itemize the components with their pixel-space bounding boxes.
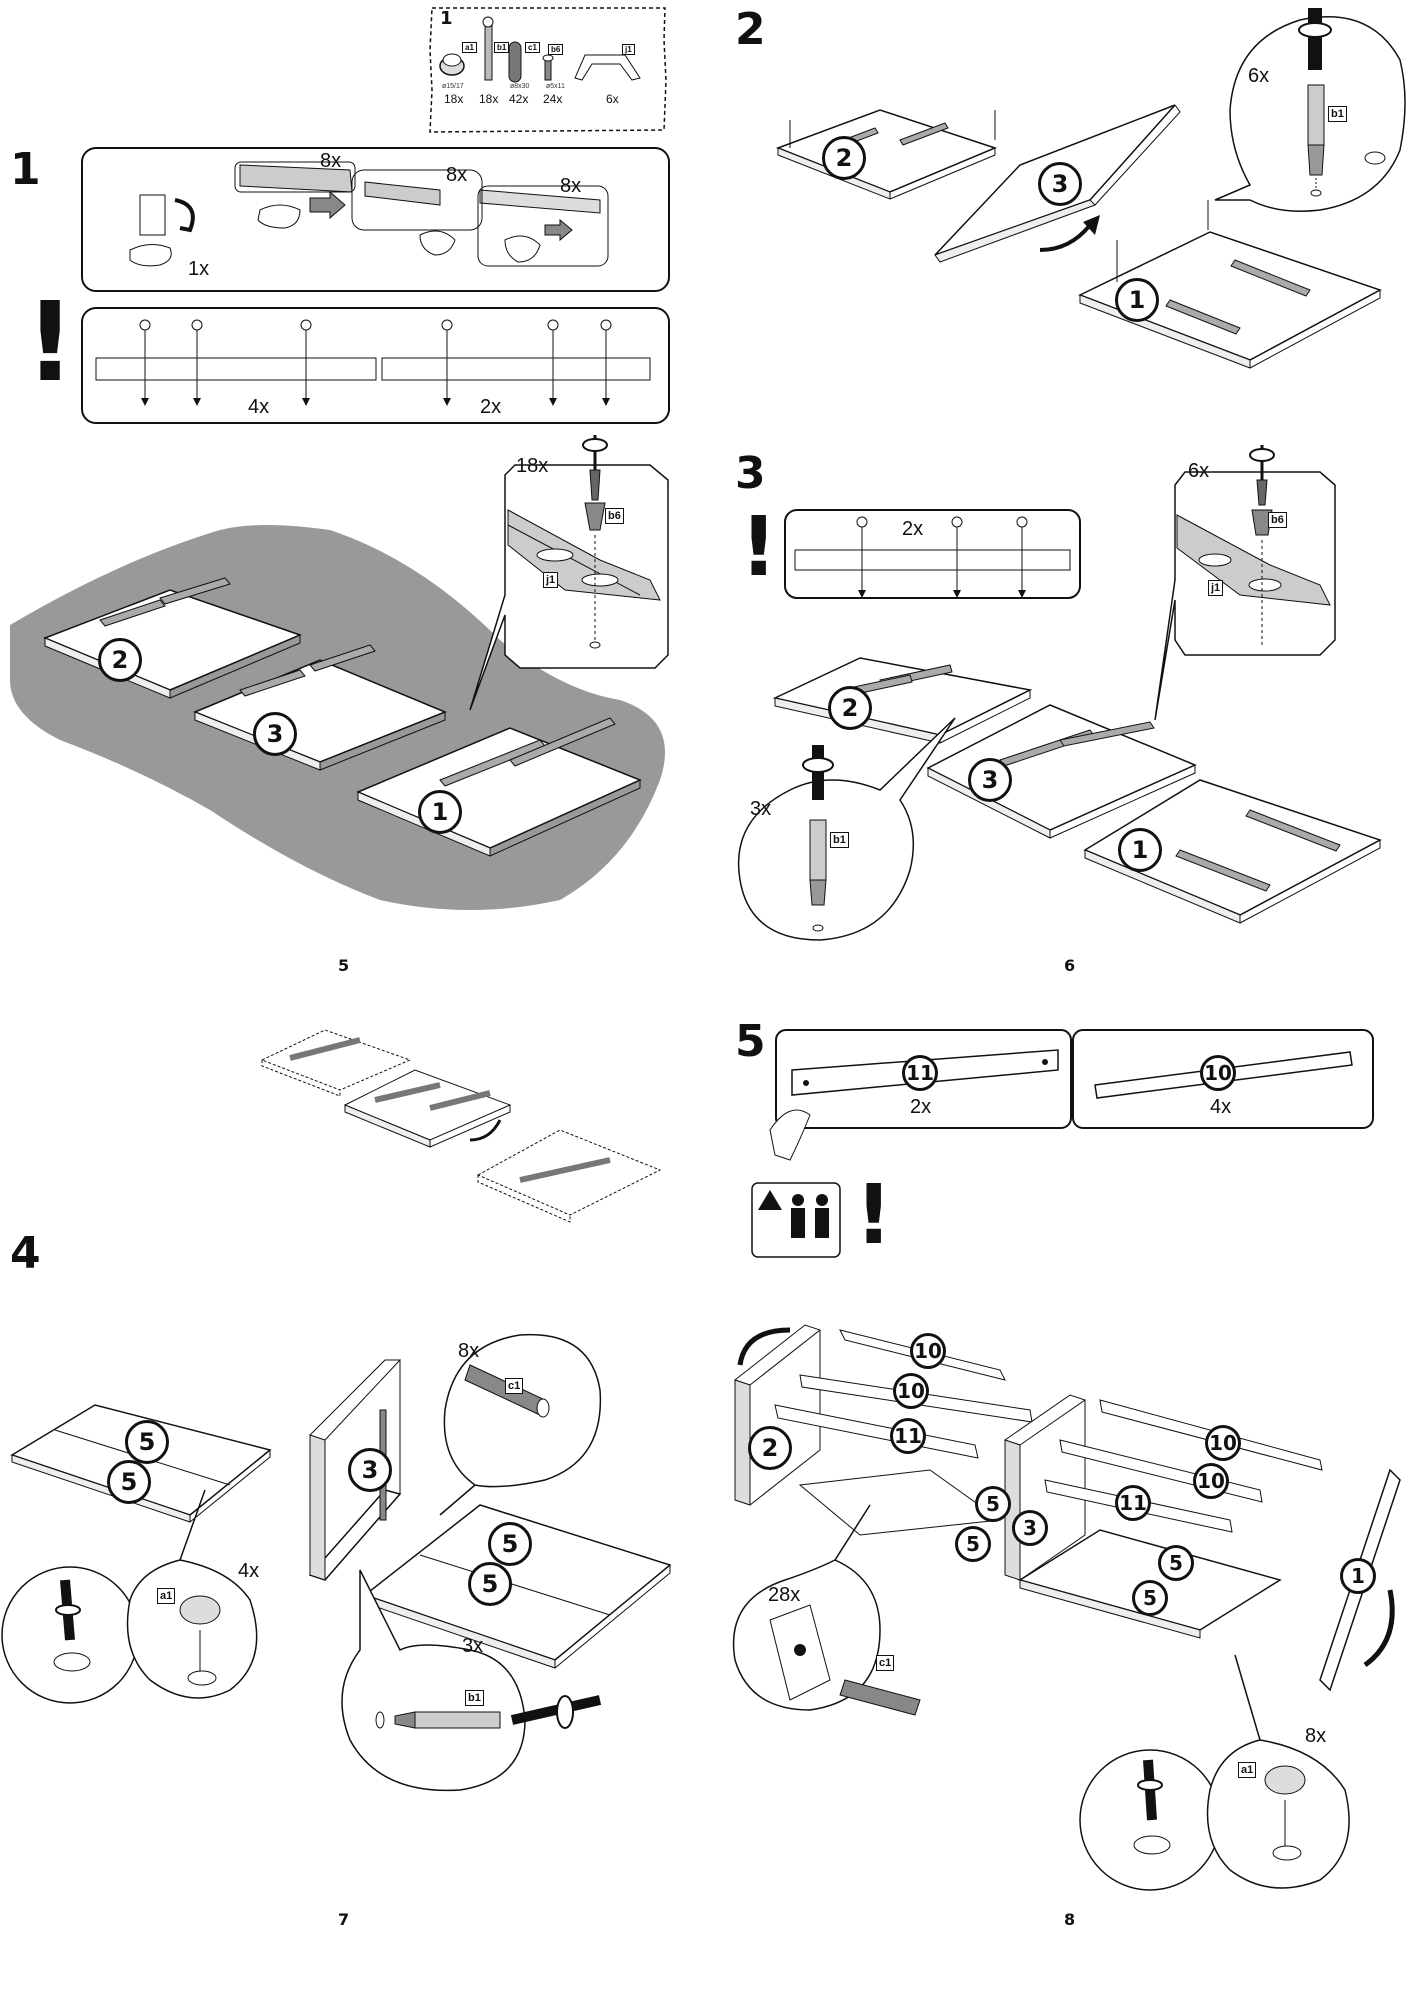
hardware-step-number: 1: [440, 8, 453, 29]
step4-bolt-bubble: [341, 1569, 526, 1792]
panel-number: 1: [418, 790, 462, 834]
rail-11-qty: 2x: [910, 1096, 932, 1118]
panel-number: 3: [1038, 162, 1082, 206]
hardware-tag: j1: [622, 44, 635, 55]
panel-number: 5: [125, 1420, 169, 1464]
screw-qty: 4x: [248, 396, 270, 418]
screw-qty: 2x: [480, 396, 502, 418]
warning-exclamation-icon: !: [855, 1168, 893, 1263]
step-4-number: 4: [10, 1228, 41, 1279]
panel-number: 1: [1118, 828, 1162, 872]
panel-number: 10: [910, 1333, 946, 1369]
step-3-number: 3: [735, 448, 766, 499]
dowel-qty: 28x: [768, 1584, 801, 1606]
hardware-qty: 18x: [479, 92, 499, 106]
dowel-tag: b1: [1328, 106, 1347, 122]
rail-10-qty: 4x: [1210, 1096, 1232, 1118]
page-number: 5: [338, 956, 350, 975]
hardware-tag: a1: [462, 42, 477, 53]
screw-tag: b6: [1268, 512, 1287, 528]
panel-number: 3: [253, 712, 297, 756]
panel-number: 3: [968, 758, 1012, 802]
cam-tag: a1: [1238, 1762, 1257, 1778]
panel-number: 5: [107, 1460, 151, 1504]
warning-exclamation-icon: !: [25, 278, 76, 406]
screw-detail-qty: 6x: [1188, 460, 1210, 482]
hardware-qty: 18x: [444, 92, 464, 106]
page-number: 7: [338, 1910, 350, 1929]
panel-number: 3: [348, 1448, 392, 1492]
step3-dowel-bubble: [737, 717, 956, 941]
rail-11-number: 11: [902, 1055, 938, 1091]
dowel-qty: 8x: [458, 1340, 480, 1362]
step-1-number: 1: [10, 144, 41, 195]
panel-number: 5: [975, 1486, 1011, 1522]
step-2-number: 2: [735, 4, 766, 55]
panel-number: 10: [1193, 1463, 1229, 1499]
bolt-tag: b1: [465, 1690, 484, 1706]
panel-number: 5: [955, 1526, 991, 1562]
panel-number: 2: [748, 1426, 792, 1470]
panel-number: 3: [1012, 1510, 1048, 1546]
hardware-size: ø8x30: [510, 83, 530, 90]
hardware-tag: c1: [525, 42, 540, 53]
dowel-tag: c1: [876, 1655, 895, 1671]
screw-qty: 2x: [902, 518, 924, 540]
panel-number: 1: [1340, 1558, 1376, 1594]
bolt-qty: 3x: [462, 1635, 484, 1657]
hardware-qty: 42x: [509, 92, 529, 106]
rail-10-number: 10: [1200, 1055, 1236, 1091]
hardware-qty: 24x: [543, 92, 563, 106]
warning-exclamation-icon: !: [740, 500, 778, 595]
rail-qty: 8x: [446, 164, 468, 186]
dowel-tag: b1: [830, 832, 849, 848]
cam-qty: 8x: [1305, 1725, 1327, 1747]
rail-qty: 8x: [560, 175, 582, 197]
step1-rail-box: [81, 147, 670, 292]
panel-number: 10: [893, 1373, 929, 1409]
cam-qty: 4x: [238, 1560, 260, 1582]
panel-number: 5: [1132, 1580, 1168, 1616]
rail-tag: j1: [1208, 580, 1224, 596]
panel-number: 5: [488, 1522, 532, 1566]
hardware-size: ø5x11: [546, 83, 565, 90]
page-number: 8: [1064, 1910, 1076, 1929]
hardware-qty: 6x: [606, 92, 619, 106]
dowel-qty: 6x: [1248, 65, 1270, 87]
step4-cam-bubble: [126, 1489, 258, 1699]
screw-detail-qty: 18x: [516, 455, 549, 477]
hardware-tag: b1: [494, 42, 510, 53]
panel-number: 5: [1158, 1545, 1194, 1581]
step-5-number: 5: [735, 1016, 766, 1067]
panel-number: 1: [1115, 278, 1159, 322]
rail-tag: j1: [543, 572, 559, 588]
hardware-tag: b6: [548, 44, 564, 55]
panel-number: 2: [98, 638, 142, 682]
panel-number: 5: [468, 1562, 512, 1606]
dowel-tag: c1: [505, 1378, 524, 1394]
dowel-qty: 3x: [750, 798, 772, 820]
page-number: 6: [1064, 956, 1076, 975]
cam-tag: a1: [157, 1588, 176, 1604]
panel-number: 2: [822, 136, 866, 180]
hardware-size: ø15/17: [442, 83, 464, 90]
panel-number: 11: [1115, 1485, 1151, 1521]
panel-number: 2: [828, 686, 872, 730]
panel-number: 10: [1205, 1425, 1241, 1461]
panel-number: 11: [890, 1418, 926, 1454]
rail-qty: 8x: [320, 150, 342, 172]
release-qty: 1x: [188, 258, 210, 280]
screw-tag: b6: [605, 508, 624, 524]
